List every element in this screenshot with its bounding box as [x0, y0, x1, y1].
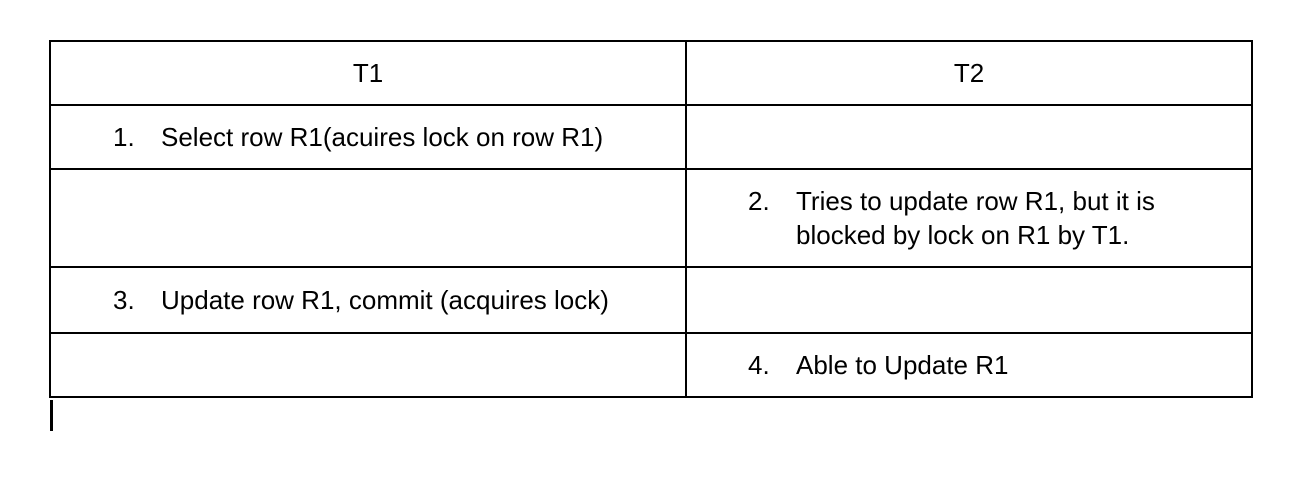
- table-row: 3. Update row R1, commit (acquires lock): [49, 266, 1253, 334]
- cell-t1-step3[interactable]: 3. Update row R1, commit (acquires lock): [49, 266, 687, 334]
- list-number: 4.: [748, 350, 770, 380]
- cell-t2-empty[interactable]: [685, 266, 1253, 334]
- table-row: 4. Able to Update R1: [49, 332, 1253, 398]
- transaction-table: T1 T2 1. Select row R1(acuires lock on r…: [49, 40, 1253, 398]
- cell-t2-empty[interactable]: [685, 104, 1253, 170]
- text-cursor: [50, 400, 53, 431]
- cell-t2-step2[interactable]: 2. Tries to update row R1, but it is blo…: [685, 168, 1253, 268]
- cell-t1-empty[interactable]: [49, 168, 687, 268]
- table-row: 2. Tries to update row R1, but it is blo…: [49, 168, 1253, 268]
- list-number: 1.: [113, 122, 135, 152]
- list-number: 2.: [748, 186, 770, 216]
- list-item: 3. Update row R1, commit (acquires lock): [51, 283, 685, 317]
- list-item: 1. Select row R1(acuires lock on row R1): [51, 120, 685, 154]
- cell-t1-empty[interactable]: [49, 332, 687, 398]
- cell-t1-step1[interactable]: 1. Select row R1(acuires lock on row R1): [49, 104, 687, 170]
- list-text: Select row R1(acuires lock on row R1): [161, 122, 604, 152]
- table-row: 1. Select row R1(acuires lock on row R1): [49, 104, 1253, 170]
- list-item: 2. Tries to update row R1, but it is blo…: [687, 184, 1251, 252]
- header-t1[interactable]: T1: [49, 40, 687, 106]
- list-item: 4. Able to Update R1: [687, 348, 1251, 382]
- cell-t2-step4[interactable]: 4. Able to Update R1: [685, 332, 1253, 398]
- list-text: Able to Update R1: [796, 350, 1009, 380]
- list-text: Update row R1, commit (acquires lock): [161, 285, 609, 315]
- list-text: Tries to update row R1, but it is blocke…: [796, 186, 1155, 250]
- header-t2[interactable]: T2: [685, 40, 1253, 106]
- table-header-row: T1 T2: [49, 40, 1253, 106]
- list-number: 3.: [113, 285, 135, 315]
